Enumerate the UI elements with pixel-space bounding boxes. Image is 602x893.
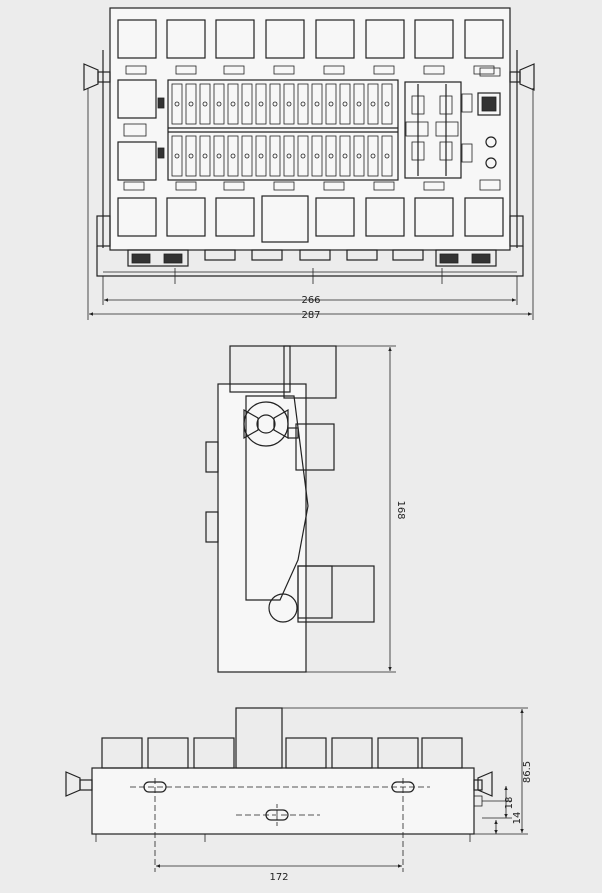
fuse-slot	[171, 135, 183, 177]
fuse-block	[167, 79, 399, 181]
fuse-slot	[367, 83, 379, 125]
fuse-slot	[297, 135, 309, 177]
fuse-slot	[199, 83, 211, 125]
fuse-slot	[213, 135, 225, 177]
relay-tops	[101, 737, 463, 769]
indicator-hole	[485, 136, 497, 148]
fuse-slot	[255, 135, 267, 177]
dim-height: 168	[395, 500, 406, 519]
fuse-slot	[325, 135, 337, 177]
fuse-slot	[311, 135, 323, 177]
top-view	[83, 7, 535, 320]
fuse-slot	[185, 135, 197, 177]
fuse-slot	[311, 83, 323, 125]
fuse-slot	[325, 83, 337, 125]
front-body	[91, 767, 475, 835]
diode-group	[404, 81, 462, 179]
side-knob	[268, 593, 298, 623]
connector-strip	[127, 249, 497, 267]
dim-offset-a: 18	[504, 797, 515, 810]
left-rail	[96, 215, 111, 247]
fuse-slot	[283, 135, 295, 177]
fuse-slot	[269, 135, 281, 177]
fuse-slot	[227, 135, 239, 177]
fuse-slot	[339, 135, 351, 177]
fuse-slot	[297, 83, 309, 125]
fuse-slot	[227, 83, 239, 125]
fuse-slot	[255, 83, 267, 125]
dim-slot-spacing: 172	[269, 872, 288, 883]
wing-nut-left	[83, 63, 111, 91]
fuse-slot	[269, 83, 281, 125]
dim-total-height: 86.5	[522, 761, 533, 783]
relay-left-lower	[117, 141, 157, 181]
wing-nut-side	[243, 401, 299, 447]
wing-nut-right	[509, 63, 535, 91]
wing-nut-right-front	[473, 771, 493, 797]
fuse-slot	[199, 135, 211, 177]
fuse-slot	[353, 135, 365, 177]
fuse-slot	[381, 83, 393, 125]
dim-outer-width: 287	[301, 310, 320, 321]
fuse-box-body	[109, 7, 511, 251]
relay-row-bottom	[117, 195, 504, 243]
side-view	[205, 345, 396, 673]
relay-row-top	[117, 19, 504, 59]
wing-nut-left-front	[65, 771, 93, 797]
right-rail	[509, 215, 524, 247]
fuse-slot	[367, 135, 379, 177]
fuse-slot	[283, 83, 295, 125]
fuse-slot	[353, 83, 365, 125]
fuse-slot	[213, 83, 225, 125]
fuse-slot	[241, 83, 253, 125]
dim-offset-b: 14	[512, 812, 523, 825]
side-body	[217, 383, 307, 673]
fuse-slot	[171, 83, 183, 125]
relay-left-upper	[117, 79, 157, 119]
chip-component	[477, 92, 501, 116]
bottom-view	[65, 707, 528, 872]
fuse-slot	[241, 135, 253, 177]
dim-inner-width: 266	[301, 295, 320, 306]
fuse-slot	[185, 83, 197, 125]
fuse-slot	[381, 135, 393, 177]
fuse-slot	[339, 83, 351, 125]
